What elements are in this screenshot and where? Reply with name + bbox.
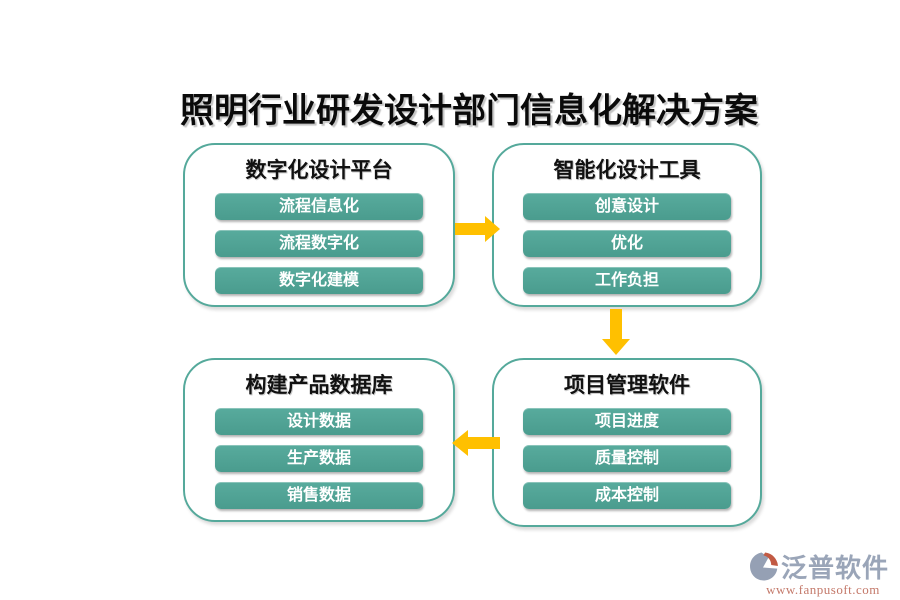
brand-url: www.fanpusoft.com bbox=[766, 582, 880, 597]
arrow-right-icon bbox=[455, 216, 500, 242]
pill-item: 流程数字化 bbox=[215, 230, 423, 257]
box-items: 设计数据 生产数据 销售数据 bbox=[185, 408, 453, 509]
box-header: 构建产品数据库 bbox=[245, 373, 393, 397]
pill-item: 流程信息化 bbox=[215, 193, 423, 220]
box-header: 数字化设计平台 bbox=[245, 158, 393, 182]
pill-item: 生产数据 bbox=[215, 445, 423, 472]
box-header: 智能化设计工具 bbox=[553, 158, 701, 182]
pill-item: 数字化建模 bbox=[215, 267, 423, 294]
pill-item: 优化 bbox=[523, 230, 731, 257]
box-project-management-software: 项目管理软件 项目进度 质量控制 成本控制 bbox=[492, 358, 762, 527]
box-header: 项目管理软件 bbox=[564, 373, 690, 397]
pill-item: 销售数据 bbox=[215, 482, 423, 509]
pill-item: 工作负担 bbox=[523, 267, 731, 294]
brand-watermark: 泛普软件 www.fanpusoft.com bbox=[748, 548, 898, 598]
box-items: 创意设计 优化 工作负担 bbox=[494, 193, 760, 294]
pill-item: 项目进度 bbox=[523, 408, 731, 435]
box-items: 流程信息化 流程数字化 数字化建模 bbox=[185, 193, 453, 294]
pill-item: 设计数据 bbox=[215, 408, 423, 435]
box-product-database: 构建产品数据库 设计数据 生产数据 销售数据 bbox=[183, 358, 455, 522]
brand-name: 泛普软件 bbox=[781, 554, 890, 583]
box-intelligent-design-tools: 智能化设计工具 创意设计 优化 工作负担 bbox=[492, 143, 762, 307]
box-items: 项目进度 质量控制 成本控制 bbox=[494, 408, 760, 509]
pill-item: 创意设计 bbox=[523, 193, 731, 220]
pill-item: 质量控制 bbox=[523, 445, 731, 472]
fanpu-logo-icon bbox=[750, 552, 778, 581]
page-title: 照明行业研发设计部门信息化解决方案 bbox=[180, 93, 758, 130]
box-digital-design-platform: 数字化设计平台 流程信息化 流程数字化 数字化建模 bbox=[183, 143, 455, 307]
arrow-down-icon bbox=[602, 309, 630, 355]
pill-item: 成本控制 bbox=[523, 482, 731, 509]
arrow-left-icon bbox=[452, 430, 500, 456]
